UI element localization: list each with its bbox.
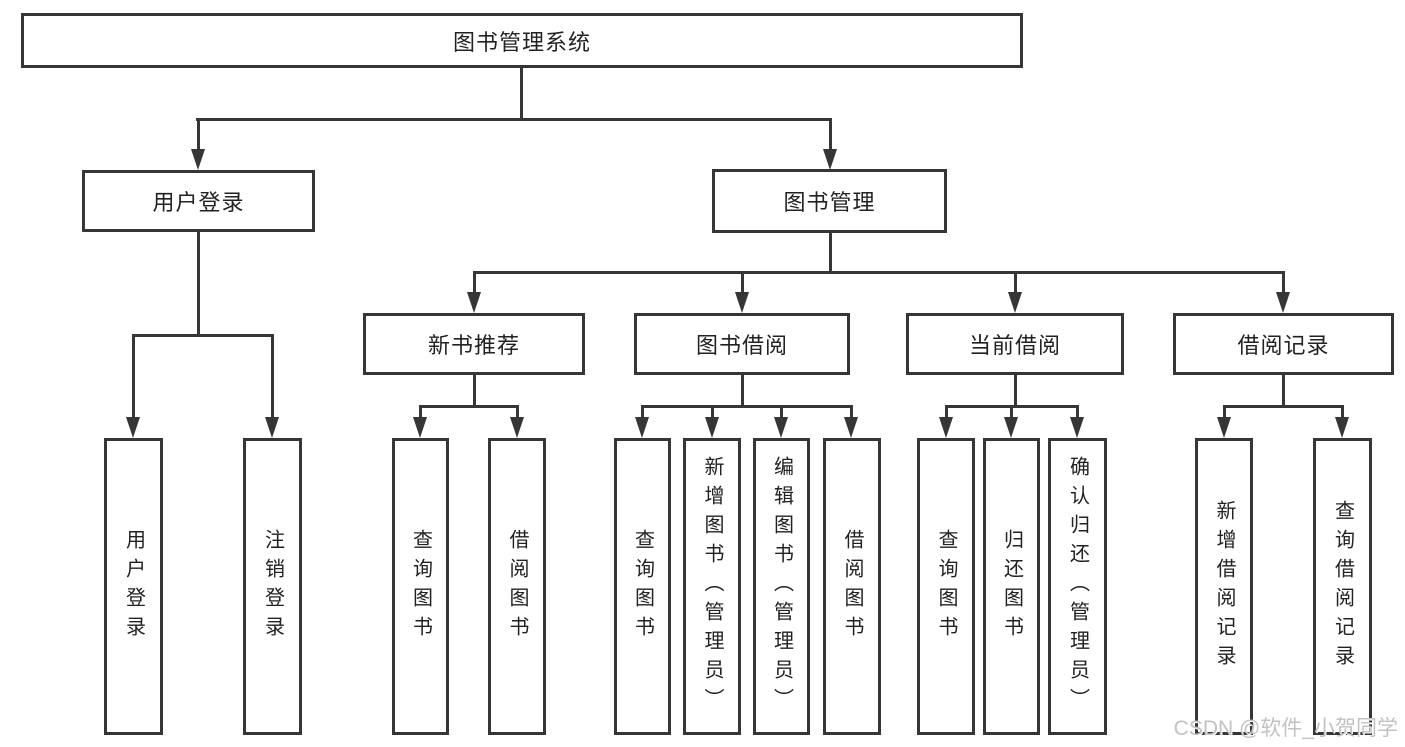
connector-vline [780,405,783,419]
leaf-label: 查询借阅记录 [1331,499,1354,674]
connector-hline [196,118,832,121]
connector-vline [1076,405,1079,419]
connector-vline [516,405,519,419]
node-book-borrowing: 图书借阅 [634,313,850,375]
connector-vline [829,120,832,152]
connector-vline [641,405,644,419]
leaf-newbook-query-books: 查询图书 [392,438,449,735]
connector-vline [473,271,476,293]
leaf-newbook-borrow-books: 借阅图书 [488,438,546,735]
node-new-book-recommend: 新书推荐 [363,313,585,375]
arrowhead-down [844,417,858,438]
leaf-label: 查询图书 [631,528,654,645]
leaf-records-add-borrow-record: 新增借阅记录 [1195,438,1253,735]
arrowhead-down [265,417,279,438]
arrowhead-down [191,149,205,170]
leaf-label: 借阅图书 [506,528,528,645]
connector-hline [419,405,519,408]
leaf-label: 借阅图书 [841,528,863,645]
arrowhead-down [735,292,749,313]
connector-vline [419,405,422,419]
arrowhead-down [823,149,837,170]
connector-vline [1282,271,1285,293]
connector-vline [741,375,744,407]
leaf-label: 用户登录 [122,528,145,645]
connector-vline [197,232,200,336]
leaf-label: 确认归还（管理员） [1066,456,1089,717]
connector-vline [1341,405,1344,419]
arrowhead-down [1070,417,1084,438]
connector-vline [1014,375,1017,407]
node-borrowing-records: 借阅记录 [1173,313,1394,375]
node-current-borrowing: 当前借阅 [906,313,1124,375]
leaf-label: 查询图书 [409,528,432,645]
node-label: 图书借阅 [695,333,788,358]
node-user-login: 用户登录 [82,170,315,232]
node-label: 图书管理 [783,190,876,215]
arrowhead-down [510,417,524,438]
node-label: 新书推荐 [427,333,520,358]
leaf-records-query-borrow-record: 查询借阅记录 [1313,438,1372,735]
arrowhead-down [1004,417,1018,438]
leaf-label: 归还图书 [1000,528,1023,645]
leaf-borrowing-query-books: 查询图书 [614,438,671,735]
connector-hline [1223,405,1344,408]
connector-hline [641,405,853,408]
connector-vline [271,334,274,418]
arrowhead-down [413,417,427,438]
connector-hline [132,334,274,337]
leaf-borrowing-borrow-books: 借阅图书 [823,438,881,735]
arrowhead-down [1276,292,1290,313]
connector-vline [1282,375,1285,407]
leaf-borrowing-edit-books-admin: 编辑图书（管理员） [753,438,810,735]
leaf-label: 新增借阅记录 [1213,499,1235,674]
node-book-management: 图书管理 [712,169,947,233]
node-library-system: 图书管理系统 [21,13,1023,68]
leaf-current-query-books: 查询图书 [917,438,975,735]
connector-vline [711,405,714,419]
arrowhead-down [939,417,953,438]
node-label: 借阅记录 [1237,333,1330,358]
connector-vline [132,334,135,418]
leaf-label: 查询图书 [935,528,957,645]
leaf-user-login: 用户登录 [104,438,163,735]
connector-vline [850,405,853,419]
connector-vline [1223,405,1226,419]
leaf-current-return-books: 归还图书 [983,438,1040,735]
arrowhead-down [774,417,788,438]
connector-vline [473,375,476,407]
connector-vline [1010,405,1013,419]
csdn-watermark: CSDN @软件_小贺同学 [1173,717,1398,740]
leaf-label: 新增图书（管理员） [701,456,723,717]
arrowhead-down [635,417,649,438]
arrowhead-down [705,417,719,438]
arrowhead-down [1335,417,1349,438]
connector-vline [741,271,744,293]
arrowhead-down [1217,417,1231,438]
node-label: 用户登录 [152,190,245,215]
leaf-label: 注销登录 [261,528,284,645]
leaf-borrowing-add-books-admin: 新增图书（管理员） [683,438,741,735]
leaf-logout-login: 注销登录 [243,438,302,735]
connector-vline [829,233,832,273]
leaf-current-confirm-return-admin: 确认归还（管理员） [1048,438,1107,735]
connector-vline [1014,271,1017,293]
connector-vline [197,120,200,152]
connector-vline [520,68,523,120]
connector-hline [473,271,1284,274]
connector-vline [945,405,948,419]
arrowhead-down [1008,292,1022,313]
node-label: 图书管理系统 [452,29,591,55]
node-label: 当前借阅 [968,333,1061,358]
arrowhead-down [126,417,140,438]
leaf-label: 编辑图书（管理员） [770,456,793,717]
arrowhead-down [467,292,481,313]
